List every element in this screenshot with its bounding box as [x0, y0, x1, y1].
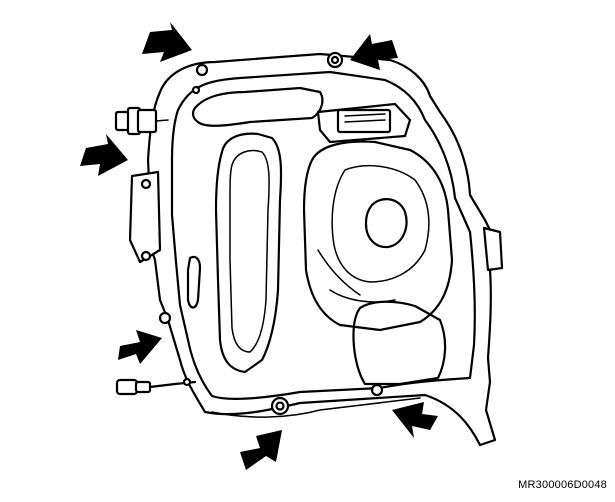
top-left-plug	[114, 106, 169, 136]
arrow-icon	[392, 402, 438, 438]
left-recess	[214, 132, 283, 374]
center-recess-rib	[331, 164, 430, 283]
figure-code: MR300006D0048	[518, 479, 607, 491]
arrow-icon	[142, 22, 192, 62]
center-recess	[302, 140, 454, 332]
left-recess-inner	[229, 149, 270, 353]
arrow-icon	[240, 430, 282, 470]
arrow-icon	[350, 34, 398, 70]
panel-inner-rim	[170, 70, 476, 401]
bottom-left-sensor	[115, 377, 197, 396]
lower-recess	[352, 300, 447, 386]
arrow-icon	[118, 330, 162, 364]
center-recess-hole	[364, 198, 408, 249]
callout-arrows	[80, 22, 438, 470]
bolts	[158, 51, 384, 416]
top-recess	[191, 86, 324, 127]
arrow-icon	[80, 134, 128, 176]
right-tab	[482, 226, 504, 272]
